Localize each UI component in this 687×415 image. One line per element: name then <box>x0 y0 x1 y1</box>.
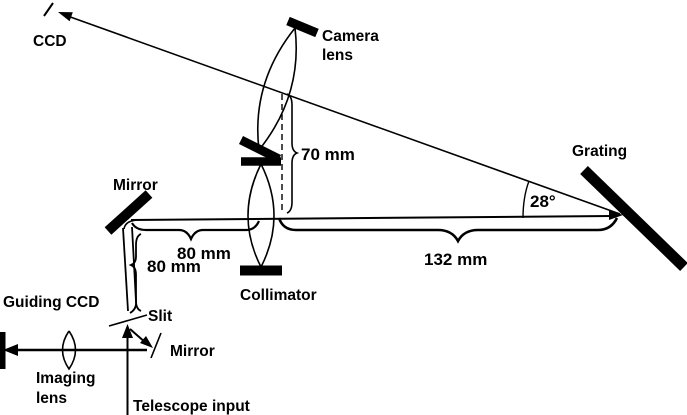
collimator-lens-shape <box>247 163 275 269</box>
measure-132mm-label: 132 mm <box>424 250 487 269</box>
brace-80mm-vertical <box>128 233 142 312</box>
collimator-label: Collimator <box>240 287 317 304</box>
brace-132mm <box>277 217 619 244</box>
ccd-detector-mark <box>43 2 54 17</box>
slit-label: Slit <box>148 308 172 325</box>
grating-assembly <box>522 166 687 271</box>
pickoff-mirror <box>150 332 162 359</box>
grating-bar <box>580 166 687 271</box>
grating-label: Grating <box>572 143 627 160</box>
camera-lens-assembly <box>238 16 319 213</box>
mirror-top-label: Mirror <box>113 177 158 194</box>
brace-70mm <box>286 93 300 214</box>
grating-arrowhead-icon <box>609 210 623 220</box>
guiding-arrowhead-icon <box>3 344 18 356</box>
telescope-input-label: Telescope input <box>133 398 250 415</box>
measure-70mm-label: 70 mm <box>301 145 355 164</box>
fold-mirror-bar <box>104 190 153 235</box>
imaging-lens-label-line2: lens <box>36 390 67 407</box>
beam-edge-left <box>122 227 129 312</box>
main-beam-line <box>130 215 613 221</box>
dispersed-beam-line <box>61 13 621 215</box>
main-beam <box>130 210 623 221</box>
imaging-lens-label-line1: Imaging <box>36 370 95 387</box>
measure-angle-label: 28° <box>530 192 556 211</box>
slit-assembly <box>108 314 162 415</box>
camera-lens-mount-bottom <box>238 135 282 164</box>
camera-lens-label-line1: Camera <box>322 28 379 45</box>
brace-80mm-horizontal <box>131 220 261 242</box>
camera-lens-mount-top <box>286 16 319 38</box>
angle-arc <box>522 180 530 219</box>
collimator-assembly <box>240 157 282 276</box>
slit-plate <box>108 314 148 327</box>
ccd-label: CCD <box>33 33 67 50</box>
mirror-bottom-label: Mirror <box>170 343 215 360</box>
camera-lens-label-line2: lens <box>322 47 353 64</box>
imaging-lens-shape <box>61 330 77 371</box>
dimension-70mm <box>286 93 300 214</box>
slit-reflection-arrowhead-icon <box>140 336 153 348</box>
measure-80mm-vertical-label: 80 mm <box>147 257 201 276</box>
camera-lens-shape <box>256 27 298 152</box>
measure-80mm-horizontal-label: 80 mm <box>177 244 231 263</box>
guiding-path <box>0 330 147 371</box>
ccd-arrowhead-icon <box>58 12 73 22</box>
guiding-ccd-label: Guiding CCD <box>3 294 99 311</box>
fold-mirror-assembly <box>104 190 153 235</box>
telescope-input-arrowhead-icon <box>122 324 133 338</box>
slit-to-mirror-beam <box>122 226 142 314</box>
dispersed-beam <box>43 2 621 215</box>
